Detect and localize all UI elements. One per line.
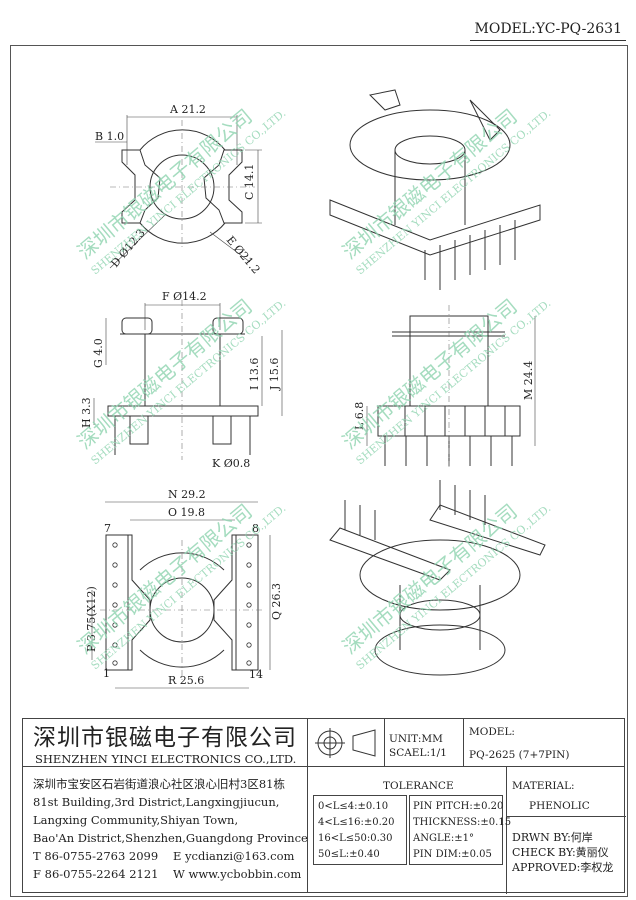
tolerance-general-box: 0<L≤4:±0.10 4<L≤16:±0.20 16<L≤50:0.30 50… bbox=[313, 795, 407, 865]
tolerance-item: PIN PITCH:±0.20 bbox=[413, 801, 504, 812]
watermark-cn: 深圳市银磁电子有限公司 bbox=[73, 499, 257, 659]
title-block: 深圳市银磁电子有限公司 SHENZHEN YINCI ELECTRONICS C… bbox=[22, 718, 626, 894]
watermark-cn: 深圳市银磁电子有限公司 bbox=[338, 294, 522, 454]
pin-7-label: 7 bbox=[104, 522, 111, 535]
tolerance-item: 16<L≤50:0.30 bbox=[318, 833, 393, 844]
dim-B: B 1.0 bbox=[95, 130, 124, 143]
dim-K: K Ø0.8 bbox=[212, 457, 250, 470]
dim-Q: Q 26.3 bbox=[270, 583, 283, 620]
watermarks: 深圳市银磁电子有限公司 SHENZHEN YINCI ELECTRONICS C… bbox=[73, 104, 554, 672]
side-view: F Ø14.2 G 4.0 H 3.3 I 13.6 J 15.6 K Ø0.8 bbox=[80, 290, 283, 470]
dim-A: A 21.2 bbox=[169, 103, 206, 116]
model-label: MODEL: bbox=[469, 726, 515, 738]
approved-by: APPROVED:李权龙 bbox=[512, 861, 614, 874]
telephone: T 86-0755-2763 2099 bbox=[33, 849, 159, 863]
dim-C: C 14.1 bbox=[243, 164, 256, 200]
watermark-cn: 深圳市银磁电子有限公司 bbox=[73, 294, 257, 454]
tolerance-title: TOLERANCE bbox=[383, 780, 454, 792]
website-link[interactable]: W www.ycbobbin.com bbox=[173, 867, 302, 881]
dim-L: L 6.8 bbox=[353, 402, 366, 430]
address-line: 81st Building,3rd District,Langxingjiucu… bbox=[33, 795, 280, 809]
tolerance-item: 0<L≤4:±0.10 bbox=[318, 801, 389, 812]
address-line: 深圳市宝安区石岩街道浪心社区浪心旧村3区81栋 bbox=[33, 777, 285, 791]
model-code: MODEL:YC-PQ-2631 bbox=[474, 21, 622, 37]
sheet-frame bbox=[10, 45, 628, 897]
address-line: Langxing Community,Shiyan Town, bbox=[33, 813, 239, 827]
unit: UNIT:MM bbox=[389, 733, 443, 745]
scale: SCAEL:1/1 bbox=[389, 747, 447, 759]
dim-H: H 3.3 bbox=[80, 397, 93, 428]
fax: F 86-0755-2264 2121 bbox=[33, 867, 159, 881]
dim-E: E Ø21.2 bbox=[224, 234, 263, 277]
isometric-bottom-view bbox=[329, 480, 546, 676]
company-name-cn: 深圳市银磁电子有限公司 bbox=[33, 725, 297, 751]
pin-8-label: 8 bbox=[252, 522, 259, 535]
dim-F: F Ø14.2 bbox=[162, 290, 207, 303]
isometric-top-view bbox=[329, 89, 541, 290]
tolerance-item: 50≤L:±0.40 bbox=[318, 849, 380, 860]
dim-R: R 25.6 bbox=[168, 674, 204, 687]
tolerance-item: PIN DIM:±0.05 bbox=[413, 849, 492, 860]
header-underline bbox=[470, 40, 626, 41]
pin-14-label: 14 bbox=[249, 668, 263, 681]
pin-1-label: 1 bbox=[103, 667, 110, 680]
dim-G: G 4.0 bbox=[92, 338, 105, 368]
dim-M: M 24.4 bbox=[522, 361, 535, 400]
model-value: PQ-2625 (7+7PIN) bbox=[469, 749, 570, 761]
company-name-en: SHENZHEN YINCI ELECTRONICS CO.,LTD. bbox=[35, 752, 297, 766]
material-label: MATERIAL: bbox=[512, 780, 575, 792]
bottom-view: N 29.2 O 19.8 7 8 1 14 Q 26.3 P 3.75(X12… bbox=[85, 488, 283, 689]
dim-J: J 15.6 bbox=[268, 358, 281, 391]
tolerance-item: 4<L≤16:±0.20 bbox=[318, 817, 395, 828]
dim-N: N 29.2 bbox=[168, 488, 206, 501]
dim-I: I 13.6 bbox=[248, 358, 261, 390]
dim-O: O 19.8 bbox=[168, 506, 205, 519]
checked-by: CHECK BY:黄丽仪 bbox=[512, 846, 609, 859]
watermark-cn: 深圳市银磁电子有限公司 bbox=[338, 499, 522, 659]
tolerance-item: THICKNESS:±0.15 bbox=[413, 817, 512, 828]
tolerance-specific-box: PIN PITCH:±0.20 THICKNESS:±0.15 ANGLE:±1… bbox=[409, 795, 511, 865]
email-link[interactable]: E ycdianzi@163.com bbox=[173, 849, 295, 863]
projection-symbol-icon bbox=[315, 728, 376, 758]
dim-P: P 3.75(X12) bbox=[85, 586, 98, 652]
front-view: M 24.4 L 6.8 bbox=[353, 305, 536, 470]
technical-drawings: A 21.2 B 1.0 C 14.1 D Ø12.3 E Ø21.2 bbox=[73, 89, 554, 689]
material-value: PHENOLIC bbox=[529, 800, 590, 812]
address-line: Bao'An District,Shenzhen,Guangdong Provi… bbox=[33, 831, 308, 845]
tolerance-item: ANGLE:±1° bbox=[413, 833, 475, 844]
watermark-en: SHENZHEN YINCI ELECTRONICS CO.,LTD. bbox=[354, 107, 554, 278]
drawn-by: DRWN BY:何岸 bbox=[512, 831, 593, 844]
